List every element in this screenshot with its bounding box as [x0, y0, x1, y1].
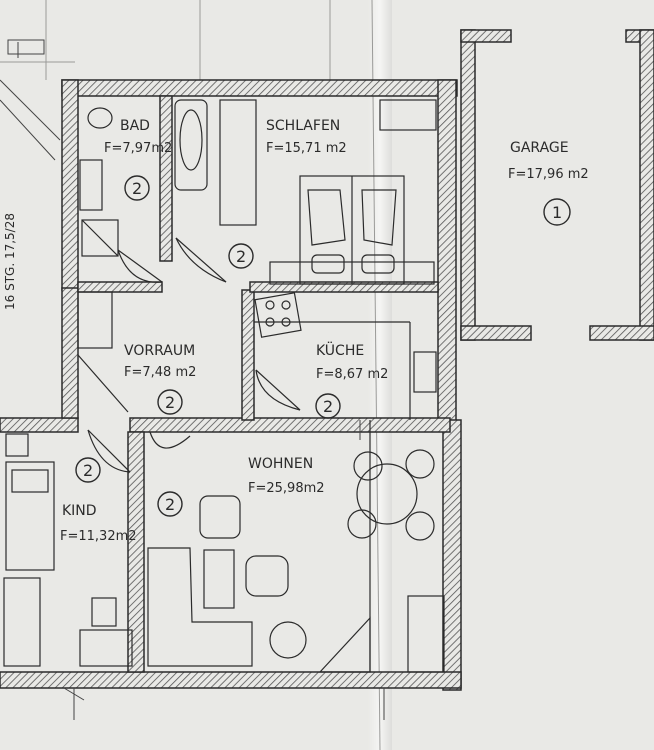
wohnen-name: WOHNEN [248, 456, 313, 472]
schlafen-area: F=15,71 m2 [266, 141, 347, 156]
wohnen-area: F=25,98m2 [248, 481, 325, 496]
garage-level-badge [543, 198, 571, 226]
kind-name: KIND [62, 503, 97, 519]
bad-area: F=7,97m2 [104, 141, 172, 156]
stair-note: 16 STG. 17,5/28 [3, 213, 17, 310]
vorraum-name: VORRAUM [124, 343, 195, 359]
living-furniture [147, 449, 445, 673]
stair-treads [0, 39, 61, 161]
kids-room-furniture [3, 433, 133, 667]
bad-level: 2 [132, 179, 142, 198]
kind-area: F=11,32m2 [60, 529, 137, 544]
schlafen-name: SCHLAFEN [266, 118, 340, 134]
dimension-lines [63, 420, 385, 720]
kueche-name: KÜCHE [316, 341, 364, 359]
vorraum-level: 2 [165, 393, 175, 412]
kueche-area: F=8,67 m2 [316, 367, 388, 382]
interior-lines [77, 237, 411, 673]
bathroom-fixtures [79, 99, 208, 257]
kueche-level-badge [315, 393, 341, 419]
kueche-level: 2 [323, 397, 333, 416]
kind-level: 2 [83, 461, 93, 480]
kind-level-badge [75, 457, 101, 483]
kitchen-stove [254, 292, 437, 393]
wohnen-level-badge [157, 491, 183, 517]
wohnen-level: 2 [165, 495, 175, 514]
schlafen-level-badge [228, 243, 254, 269]
garage-area: F=17,96 m2 [508, 167, 589, 182]
schlafen-level: 2 [236, 247, 246, 266]
vorraum-area: F=7,48 m2 [124, 365, 196, 380]
bad-name: BAD [120, 118, 150, 134]
garage-walls [460, 29, 654, 341]
garage-level: 1 [552, 203, 562, 222]
bad-level-badge [124, 175, 150, 201]
walls [0, 79, 462, 691]
bedroom-furniture [219, 99, 437, 285]
background-lines [0, 0, 381, 750]
garage-name: GARAGE [510, 140, 569, 156]
vorraum-level-badge [157, 389, 183, 415]
